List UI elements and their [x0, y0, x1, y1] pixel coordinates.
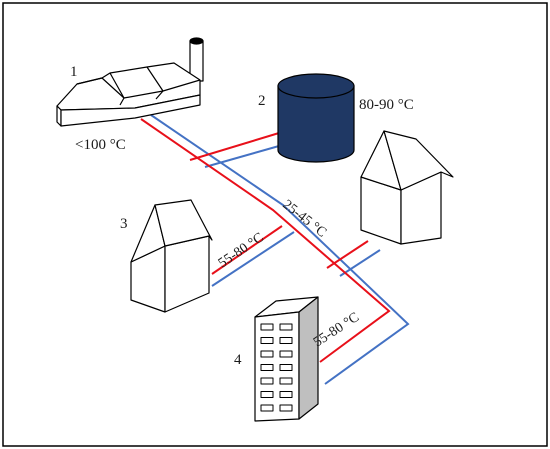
- return-right-house-branch: [339, 249, 381, 277]
- apartment-window: [279, 364, 293, 371]
- apartment-window: [279, 391, 293, 398]
- return-pipes: [150, 114, 410, 385]
- storage-tank: [277, 73, 355, 163]
- supply-storage-branch: [189, 132, 280, 161]
- supply-house-branch: [211, 225, 283, 275]
- return-main-pipe: [150, 114, 410, 385]
- house-left-roof: [154, 199, 213, 247]
- return-house-branch: [211, 231, 295, 287]
- supply-pipes: [140, 118, 391, 363]
- house-number-label: 3: [120, 216, 128, 232]
- storage-temp-label: 80-90 °C: [359, 97, 414, 113]
- apartment-windows: [260, 323, 293, 412]
- apartment-window: [260, 323, 274, 331]
- apartment-window: [279, 377, 293, 385]
- factory: [56, 37, 204, 127]
- apartment-window: [260, 391, 274, 398]
- house-right-roof: [383, 130, 454, 191]
- apartment-window: [260, 404, 274, 412]
- factory-base: [60, 94, 201, 127]
- apartment-building: [254, 296, 319, 422]
- apartment-window: [260, 364, 274, 371]
- apartment-window: [260, 350, 274, 358]
- return-storage-branch: [204, 145, 280, 168]
- tank-body: [277, 85, 355, 163]
- factory-number-label: 1: [70, 64, 78, 80]
- apartment-number-label: 4: [234, 352, 242, 368]
- apartment-window: [260, 377, 274, 385]
- supply-main-pipe: [140, 118, 391, 363]
- chimney-top: [189, 37, 204, 45]
- apartment-side: [298, 296, 319, 420]
- apartment-window: [279, 323, 293, 331]
- apartment-window: [279, 337, 293, 344]
- tank-top: [277, 73, 355, 99]
- factory-roof-eave: [76, 77, 201, 99]
- apartment-window: [260, 337, 274, 344]
- supply-right-house-branch: [326, 240, 369, 269]
- storage-number-label: 2: [258, 93, 266, 109]
- apartment-window: [279, 404, 293, 412]
- apartment-window: [279, 350, 293, 358]
- house-right: [360, 130, 454, 245]
- house-left: [130, 199, 213, 313]
- factory-temp-label: <100 °C: [75, 137, 126, 153]
